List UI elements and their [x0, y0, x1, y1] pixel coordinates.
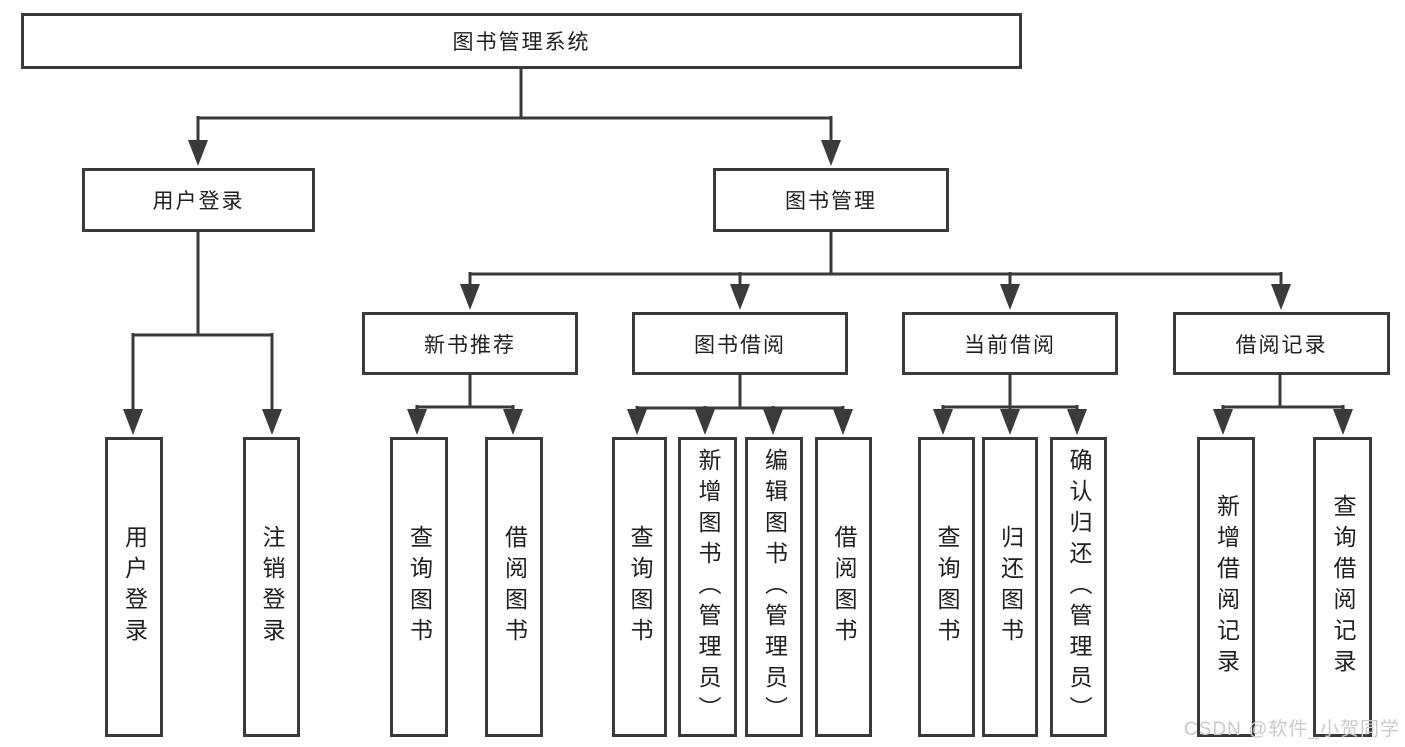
leaf-confirm-return-admin: 确认归还（管理员）: [1050, 437, 1107, 737]
node-current-borrow: 当前借阅: [902, 312, 1118, 375]
node-library-management-system: 图书管理系统: [21, 13, 1022, 69]
leaf-user-login: 用户登录: [105, 437, 163, 737]
watermark-text: CSDN @软件_小贺同学: [1184, 719, 1400, 740]
leaf-query-books-borrow: 查询图书: [612, 437, 667, 737]
leaf-query-borrow-record: 查询借阅记录: [1313, 437, 1372, 737]
leaf-borrow-books-recommend: 借阅图书: [485, 437, 543, 737]
node-book-management: 图书管理: [713, 168, 949, 232]
leaf-edit-book-admin: 编辑图书（管理员）: [745, 437, 803, 737]
node-borrow-records: 借阅记录: [1173, 312, 1390, 375]
leaf-query-books-recommend: 查询图书: [390, 437, 448, 737]
node-new-book-recommend: 新书推荐: [362, 312, 578, 375]
leaf-logout: 注销登录: [243, 437, 300, 737]
node-user-login: 用户登录: [82, 168, 315, 232]
leaf-return-book: 归还图书: [982, 437, 1038, 737]
arrowheads: [123, 140, 1353, 435]
leaf-add-book-admin: 新增图书（管理员）: [678, 437, 737, 737]
node-book-borrow: 图书借阅: [632, 312, 848, 375]
leaf-borrow-books: 借阅图书: [815, 437, 872, 737]
leaf-query-books-current: 查询图书: [918, 437, 975, 737]
leaf-add-borrow-record: 新增借阅记录: [1197, 437, 1255, 737]
